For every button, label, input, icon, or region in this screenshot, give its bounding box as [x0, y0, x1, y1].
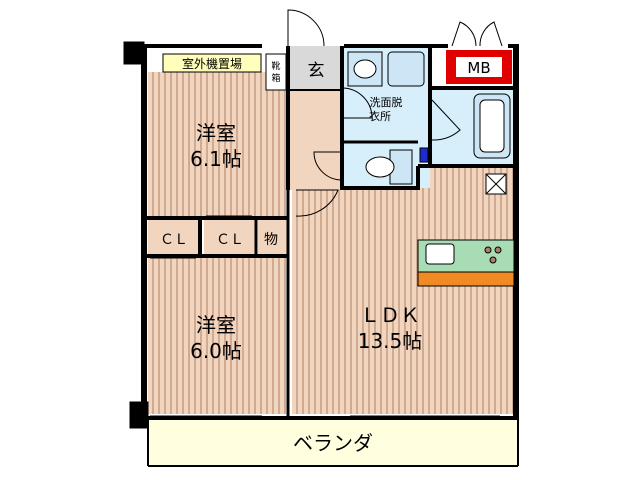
mb-door-right: [479, 21, 503, 47]
labels: 洋室 6.1帖 洋室 6.0帖 ＬＤＫ 13.5帖 玄 洗面脱 衣所 ＣＬ ＣＬ…: [160, 61, 422, 455]
meter-box-label: MB: [467, 59, 490, 77]
entrance-door: [287, 9, 325, 47]
walls: [123, 41, 519, 467]
storage-name: 物: [264, 232, 278, 248]
hallway-floor: [288, 90, 342, 190]
western-room-2-floor: [148, 256, 286, 414]
floors: [148, 46, 518, 466]
washbasin: [347, 51, 383, 87]
shoe-storage-label-2: 箱: [271, 72, 280, 84]
western-room-2-size: 6.0帖: [190, 339, 242, 363]
ldk-size: 13.5帖: [358, 329, 423, 353]
washroom-door: [341, 87, 373, 119]
toilet: [365, 149, 413, 185]
storage-floor: [258, 220, 288, 256]
veranda-name: ベランダ: [293, 431, 373, 455]
meter-box: MB: [446, 50, 512, 84]
outdoor-unit-label: 室外機置場: [182, 56, 242, 71]
kitchen-counter: [417, 239, 515, 287]
closet-1-name: ＣＬ: [160, 232, 188, 248]
closet-2-floor: [204, 220, 256, 256]
washroom-name-1: 洗面脱: [370, 95, 403, 109]
entrance-floor: [288, 46, 344, 90]
range-hood-vent: [485, 173, 507, 195]
mb-door-left: [451, 21, 477, 47]
doors: [287, 9, 503, 217]
closet-1-floor: [148, 220, 198, 256]
fixtures: [347, 51, 515, 287]
western-room-1-name: 洋室: [196, 121, 236, 145]
entrance-name: 玄: [308, 61, 325, 81]
shoe-storage: 靴 箱: [265, 53, 287, 91]
western-room-2-name: 洋室: [196, 313, 236, 337]
outdoor-unit-area: 室外機置場: [162, 53, 262, 73]
bath-door: [431, 99, 461, 141]
washroom-name-2: 衣所: [369, 109, 391, 123]
ldk-door: [295, 189, 339, 217]
toilet-door: [313, 151, 343, 181]
toilet-window-mark: [419, 147, 429, 163]
shoe-storage-label-1: 靴: [271, 60, 280, 72]
washing-machine-pan: [387, 51, 425, 87]
closet-2-name: ＣＬ: [216, 232, 244, 248]
sliding-marks: [150, 215, 500, 417]
veranda-floor: [148, 420, 518, 466]
western-room-1-floor: [148, 72, 286, 218]
bathtub: [473, 93, 511, 159]
western-room-1-size: 6.1帖: [190, 147, 242, 171]
ldk-name: ＬＤＫ: [360, 303, 420, 327]
ldk-floor-main: [292, 190, 514, 414]
